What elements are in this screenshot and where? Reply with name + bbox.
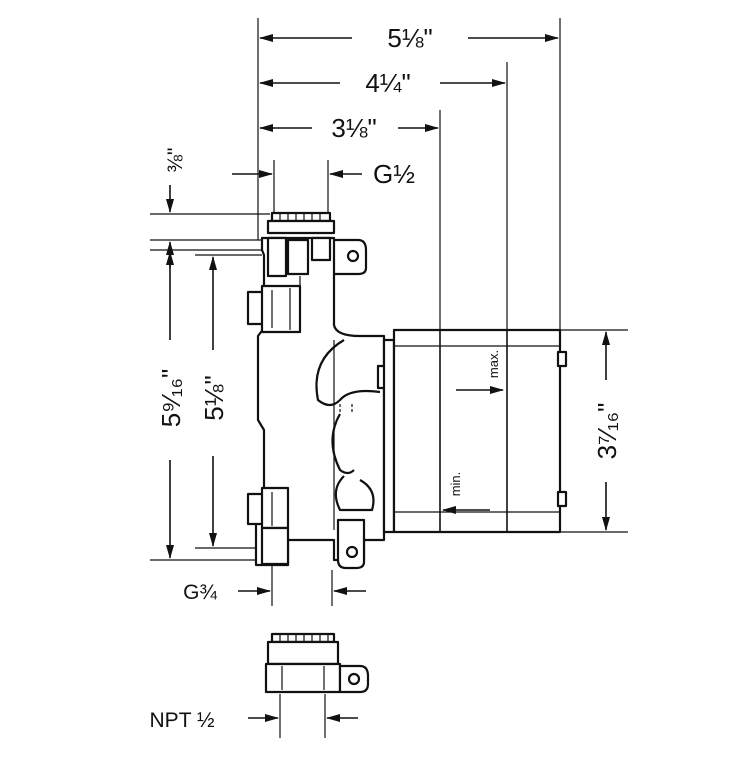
min-indicator: min. xyxy=(442,472,490,514)
dim-adapter-thread: NPT ½ xyxy=(150,694,358,738)
label-overall-width: 5⅛" xyxy=(387,23,432,53)
label-body-width-min: 3⅛" xyxy=(331,113,376,143)
label-mount-height: 5⅛" xyxy=(199,375,229,420)
label-adapter-thread: NPT ½ xyxy=(150,709,215,732)
cartridge-housing xyxy=(382,328,568,534)
dim-inlet-height: 5⁹⁄₁₆" xyxy=(150,249,262,561)
label-top-outlet-thread: G½ xyxy=(373,159,415,189)
dim-overall-width: 5⅛" xyxy=(259,23,559,53)
note-max: max. xyxy=(486,350,501,378)
valve-body xyxy=(246,211,388,570)
max-indicator: max. xyxy=(456,350,504,394)
note-min: min. xyxy=(448,472,463,497)
npt-adapter xyxy=(264,632,370,694)
dim-cartridge-height: 3⁷⁄₁₆" xyxy=(560,329,628,533)
dim-top-outlet-thread: G½ xyxy=(232,159,415,212)
label-body-width-max: 4¼" xyxy=(365,68,410,98)
dim-body-width-max: 4¼" xyxy=(259,68,506,98)
label-inlet-height: 5⁹⁄₁₆" xyxy=(156,369,186,427)
dim-bottom-inlet-thread: G¾ xyxy=(183,566,366,606)
dim-body-width-min: 3⅛" xyxy=(259,113,439,143)
label-cartridge-height: 3⁷⁄₁₆" xyxy=(592,403,622,460)
label-bottom-inlet-thread: G¾ xyxy=(183,581,217,604)
dim-mount-height: 5⅛" xyxy=(195,254,262,549)
label-top-offset: ⅜" xyxy=(164,148,187,173)
